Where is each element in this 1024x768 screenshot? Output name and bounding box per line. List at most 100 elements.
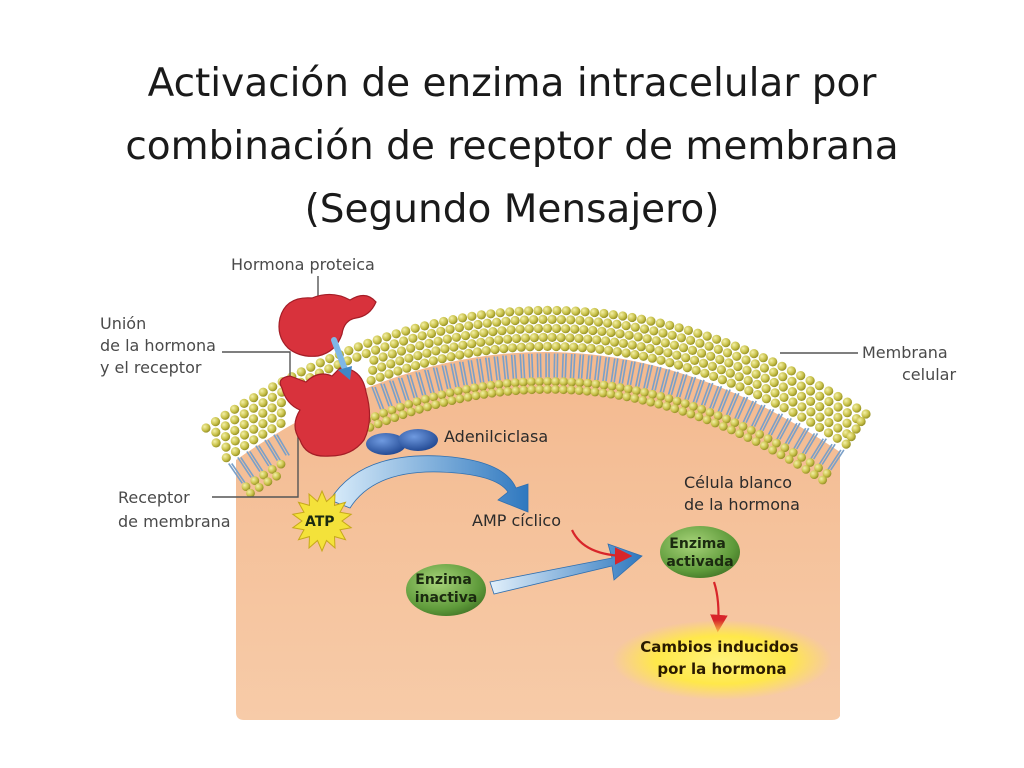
lipid-head	[559, 377, 569, 387]
lipid-head	[561, 306, 571, 316]
lipid-tail	[577, 354, 582, 379]
lipid-tail	[712, 385, 723, 409]
lipid-tail	[804, 432, 819, 455]
lipid-head	[591, 379, 601, 389]
lipid-head	[254, 483, 264, 492]
lipid-head	[597, 326, 607, 336]
lipid-head	[524, 306, 534, 316]
lipid-tail	[415, 372, 424, 396]
lipid-tail	[662, 369, 671, 393]
lipid-head	[823, 428, 834, 438]
lipid-head	[482, 318, 492, 328]
lipid-head	[436, 326, 446, 336]
binding-arrow-head	[338, 366, 352, 380]
receptor-pointer	[212, 418, 299, 498]
lipid-head	[751, 437, 761, 446]
lipid-head	[665, 320, 675, 330]
lipid-head	[380, 342, 390, 352]
lipid-tail	[670, 371, 679, 396]
lipid-tail	[391, 380, 402, 404]
lipid-head	[344, 346, 354, 356]
lipid-tail	[502, 355, 507, 380]
lipid-head	[824, 396, 834, 407]
lipid-head	[778, 382, 788, 392]
lipid-head	[593, 317, 604, 327]
lipid-tail	[450, 363, 457, 388]
lipid-head	[818, 475, 827, 485]
lipid-head	[396, 346, 407, 356]
lipid-tail	[427, 369, 435, 394]
lipid-head	[241, 482, 251, 491]
lipid-head	[702, 331, 712, 341]
lipid-head	[551, 385, 560, 394]
lipid-head	[726, 378, 736, 388]
lipid-head	[722, 414, 731, 424]
lipid-head	[769, 367, 779, 377]
lipid-head	[851, 424, 861, 434]
lipid-tail	[432, 367, 441, 392]
lipid-head	[603, 318, 613, 328]
lipid-head	[656, 392, 666, 401]
lipid-head	[678, 406, 688, 416]
lipid-head	[551, 323, 562, 334]
lipid-head	[506, 325, 516, 335]
lipid-tail	[692, 379, 702, 403]
lipid-tail	[759, 408, 772, 432]
lipid-tail	[594, 356, 599, 381]
lipid-head	[267, 392, 277, 402]
lipid-tail	[610, 358, 616, 383]
active-enzyme-label: Enzima activada	[666, 536, 733, 570]
lipid-head	[674, 323, 684, 333]
lipid-tail	[487, 357, 493, 382]
lipid-tail	[397, 377, 407, 401]
lipid-tail	[470, 360, 477, 385]
inactive-enzyme-line-2: inactiva	[415, 590, 478, 606]
lipid-head	[370, 412, 380, 421]
lipid-head	[806, 417, 816, 427]
lipid-head	[761, 384, 771, 394]
title-line-2: combinación de receptor de membrana	[125, 124, 899, 169]
lipid-head	[577, 343, 588, 353]
lipid-head	[559, 385, 568, 395]
lipid-head	[606, 327, 616, 338]
lipid-head	[681, 353, 691, 363]
lipid-head	[590, 387, 600, 397]
lipid-tail	[597, 356, 602, 381]
membrane-line-2: celular	[902, 365, 956, 384]
lipid-head	[815, 422, 825, 432]
lipid-head	[561, 324, 571, 334]
lipid-head	[569, 342, 579, 352]
lipid-head	[599, 308, 609, 319]
lipid-head	[670, 404, 680, 414]
lipid-head	[750, 359, 760, 369]
lipid-head	[833, 412, 843, 422]
lipid-tail	[276, 434, 290, 456]
lipid-head	[787, 387, 798, 397]
lipid-tail	[776, 418, 789, 440]
inactive-enzyme-label: Enzima inactiva	[415, 572, 478, 606]
membrane-outer-heads	[201, 305, 871, 463]
lipid-head	[258, 408, 268, 418]
lipid-head	[389, 339, 399, 349]
lipid-tail	[444, 365, 452, 390]
lipid-head	[272, 471, 281, 481]
lipid-head	[647, 353, 657, 363]
lipid-head	[814, 381, 825, 391]
lipid-head	[727, 425, 736, 435]
lipid-head	[717, 375, 728, 385]
lipid-head	[630, 350, 640, 360]
lipid-head	[725, 368, 735, 378]
lipid-head	[391, 329, 401, 339]
lipid-head	[833, 423, 843, 433]
lipid-head	[429, 319, 439, 329]
lipid-tail	[458, 361, 465, 386]
lipid-head	[604, 345, 614, 355]
lipid-head	[695, 338, 705, 348]
lipid-head	[683, 325, 694, 335]
lipid-head	[220, 421, 230, 431]
lipid-head	[268, 382, 278, 392]
lipid-head	[494, 335, 504, 345]
membrane-inner-heads	[241, 377, 832, 498]
lipid-head	[538, 332, 548, 342]
lipid-head	[263, 477, 273, 487]
